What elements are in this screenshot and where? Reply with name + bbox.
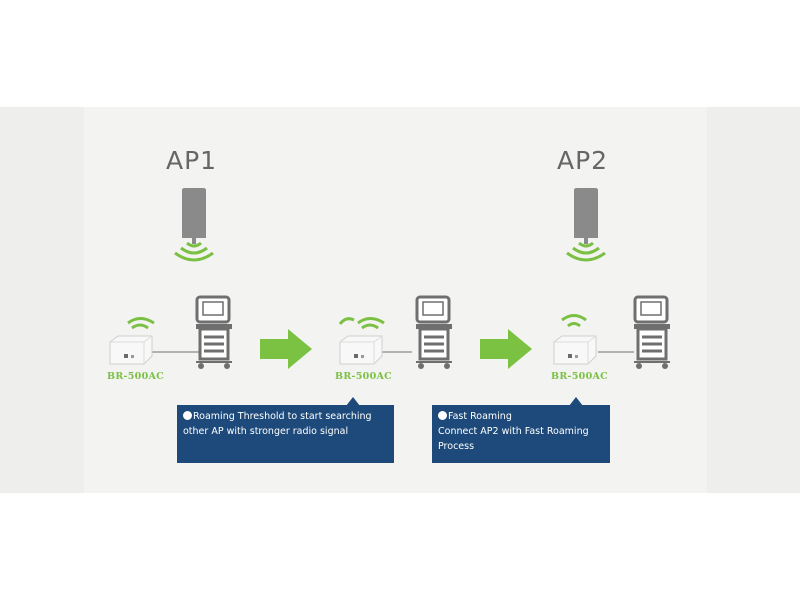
wireless-bridge-icon (109, 317, 155, 365)
roaming-threshold-callout: Roaming Threshold to start searching oth… (177, 397, 394, 463)
right-arrow-icon (260, 329, 312, 369)
callout-line: Roaming Threshold to start searching (183, 409, 388, 424)
device-model-label: BR-500AC (107, 371, 165, 382)
callout-pointer (346, 397, 360, 406)
callout-text: Fast Roaming (448, 411, 512, 422)
fast-roaming-callout: Fast Roaming Connect AP2 with Fast Roami… (432, 397, 610, 463)
medical-cart-icon (195, 295, 232, 369)
wireless-bridge-icon (553, 314, 597, 365)
callout-text: Roaming Threshold to start searching (193, 411, 372, 422)
device-model-label: BR-500AC (551, 371, 609, 382)
ap2-label: AP2 (557, 146, 609, 175)
bullet-icon (438, 411, 447, 420)
connection-line (380, 351, 412, 353)
callout-line: Fast Roaming (438, 409, 604, 424)
bullet-icon (183, 411, 192, 420)
callout-text: Connect AP2 with Fast Roaming (438, 426, 589, 437)
device-model-label: BR-500AC (335, 371, 393, 382)
callout-pointer (569, 397, 583, 406)
ap1-antenna-icon (174, 188, 214, 262)
wireless-bridge-icon (338, 317, 385, 365)
callout-text: other AP with stronger radio signal (183, 426, 349, 437)
ap2-antenna-icon (566, 188, 606, 262)
medical-cart-icon (415, 295, 452, 369)
medical-cart-icon (633, 295, 670, 369)
connection-line (598, 351, 634, 353)
connection-line (150, 351, 200, 353)
right-arrow-icon (480, 329, 532, 369)
callout-text: Process (438, 441, 475, 452)
ap1-label: AP1 (166, 146, 218, 175)
